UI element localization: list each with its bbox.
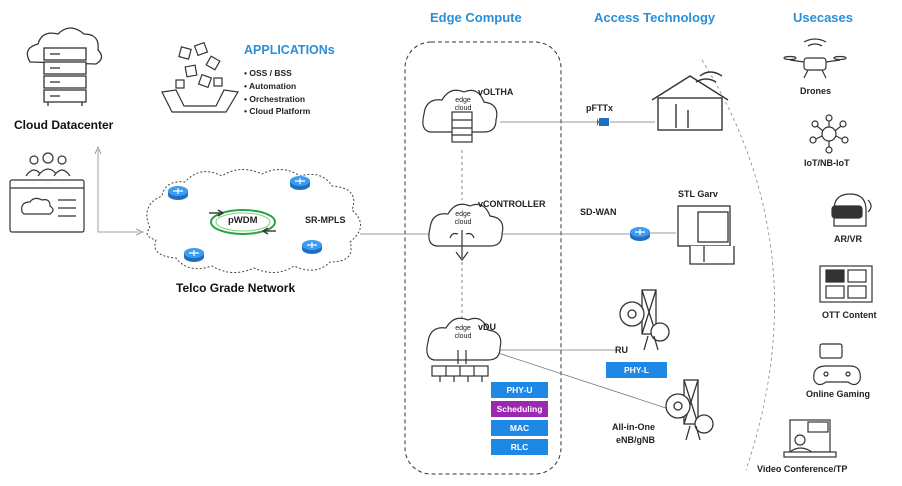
usecase-drones: Drones bbox=[800, 86, 832, 96]
edge-cloud-voltha-icon bbox=[422, 89, 498, 143]
telco-network-label: Telco Grade Network bbox=[176, 281, 296, 295]
stack-label: PHY-U bbox=[506, 385, 533, 395]
dashboard-users-icon bbox=[9, 152, 85, 233]
ru-antenna-icon bbox=[619, 289, 670, 351]
edge-compute-container bbox=[404, 41, 562, 475]
stack-label: MAC bbox=[509, 423, 530, 433]
ott-content-icon bbox=[819, 265, 873, 303]
allinone-antenna-icon bbox=[665, 379, 714, 441]
drone-icon bbox=[783, 38, 847, 79]
stack-label: RLC bbox=[510, 442, 529, 452]
usecase-gaming: Online Gaming bbox=[806, 389, 871, 399]
applications-item: OSS / BSS bbox=[244, 67, 310, 80]
applications-list: OSS / BSS Automation Orchestration Cloud… bbox=[244, 67, 310, 118]
sdwan-router-icon bbox=[629, 226, 651, 242]
usecase-ott: OTT Content bbox=[822, 310, 877, 320]
applications-title: APPLICATIONs bbox=[244, 43, 335, 57]
cloud-datacenter-label: Cloud Datacenter bbox=[14, 118, 114, 132]
router-icon bbox=[167, 185, 189, 201]
stl-garv-label: STL Garv bbox=[678, 189, 718, 199]
header-usecases: Usecases bbox=[793, 10, 853, 25]
phy-l-box: PHY-L bbox=[606, 362, 667, 378]
edge-cloud-text: edge cloud bbox=[454, 325, 472, 340]
stack-rlc: RLC bbox=[491, 439, 548, 455]
router-icon bbox=[183, 247, 205, 263]
edge-cloud-text: edge cloud bbox=[454, 97, 472, 112]
vr-headset-icon bbox=[831, 193, 872, 227]
router-icon bbox=[289, 175, 311, 191]
pfttx-connector-icon bbox=[597, 118, 609, 126]
stl-garv-device-icon bbox=[677, 205, 735, 265]
applications-item: Cloud Platform bbox=[244, 105, 310, 118]
gaming-controller-icon bbox=[813, 343, 861, 386]
usecase-iot: IoT/NB-IoT bbox=[804, 158, 850, 168]
stack-mac: MAC bbox=[491, 420, 548, 436]
sdwan-label: SD-WAN bbox=[580, 207, 617, 217]
iot-network-icon bbox=[809, 114, 849, 154]
allinone-label-line1: All-in-One bbox=[612, 422, 655, 432]
pwdm-ring-icon bbox=[209, 209, 276, 235]
stack-phy-u: PHY-U bbox=[491, 382, 548, 398]
vdu-label: vDU bbox=[478, 322, 497, 332]
usecase-boundary-arc bbox=[701, 59, 775, 471]
stack-label: Scheduling bbox=[496, 404, 543, 414]
vcontroller-label: vCONTROLLER bbox=[478, 199, 546, 209]
applications-icon bbox=[161, 41, 239, 113]
header-edge-compute: Edge Compute bbox=[430, 10, 522, 25]
allinone-label-line2: eNB/gNB bbox=[616, 435, 656, 445]
router-icon bbox=[301, 239, 323, 255]
edge-cloud-text: edge cloud bbox=[454, 211, 472, 226]
usecase-video-conference: Video Conference/TP bbox=[757, 464, 848, 474]
video-conference-icon bbox=[783, 419, 837, 458]
link-vdu-allinone bbox=[494, 351, 673, 411]
house-icon bbox=[651, 71, 729, 131]
pfttx-label: pFTTx bbox=[586, 103, 613, 113]
voltha-label: vOLTHA bbox=[478, 87, 514, 97]
stack-scheduling: Scheduling bbox=[491, 401, 548, 417]
applications-item: Automation bbox=[244, 80, 310, 93]
pwdm-label: pWDM bbox=[228, 215, 258, 226]
edge-cloud-vdu-icon bbox=[426, 317, 502, 382]
edge-cloud-vcontroller-icon bbox=[428, 203, 504, 261]
applications-item: Orchestration bbox=[244, 93, 310, 106]
ru-label: RU bbox=[615, 345, 628, 355]
cloud-datacenter-icon bbox=[26, 27, 103, 106]
usecase-arvr: AR/VR bbox=[834, 234, 863, 244]
sr-mpls-label: SR-MPLS bbox=[305, 215, 346, 225]
header-access-technology: Access Technology bbox=[594, 10, 716, 25]
arrow-dashboard-to-network bbox=[97, 150, 140, 233]
